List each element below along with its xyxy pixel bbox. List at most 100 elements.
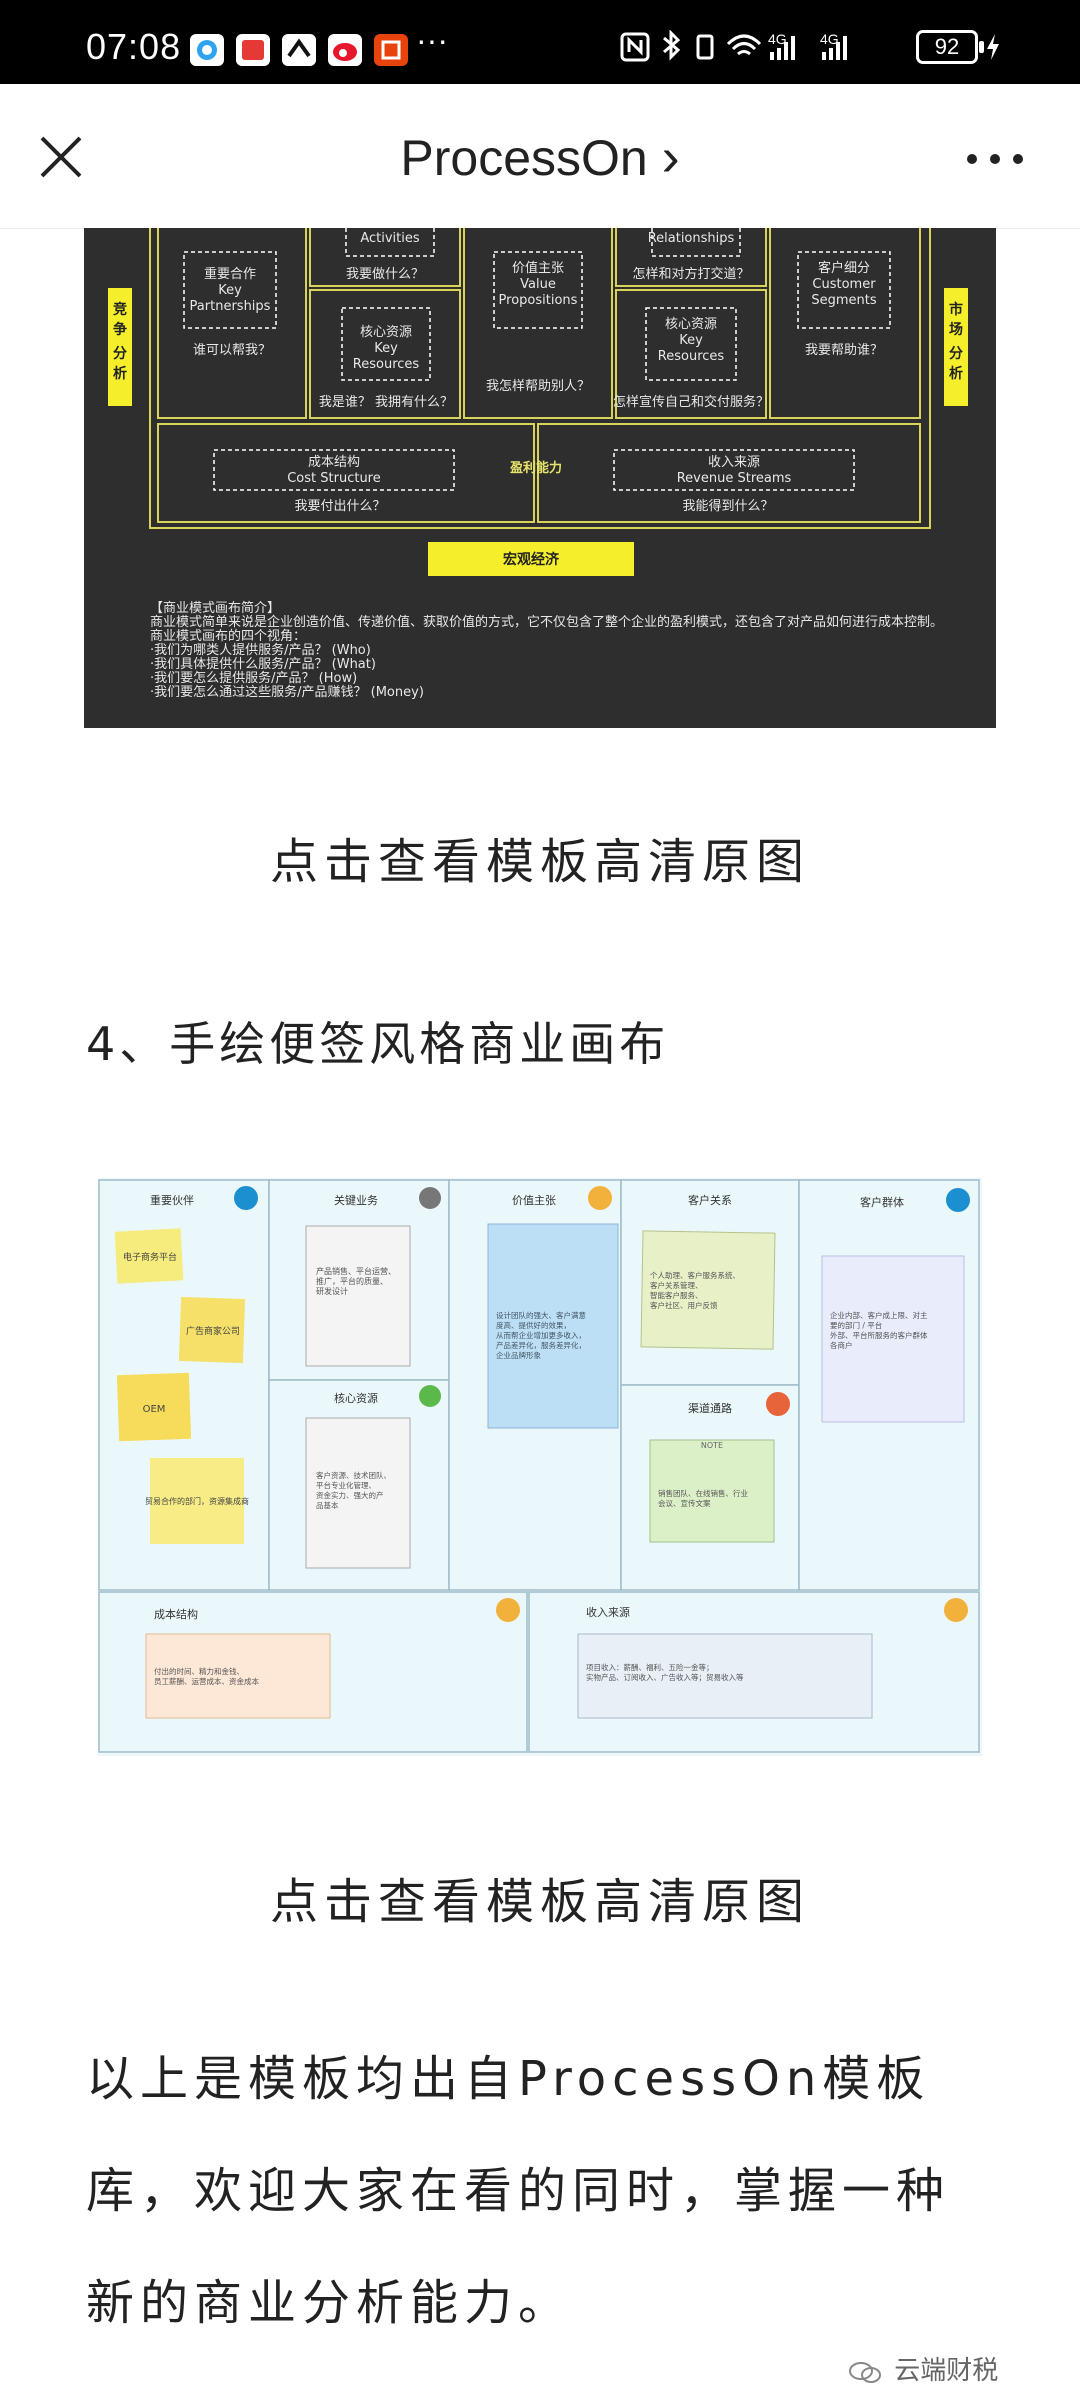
more-options-icon[interactable] (960, 144, 1030, 174)
svg-text:·我们要怎么通过这些服务/产品赚钱？ (Money): ·我们要怎么通过这些服务/产品赚钱？ (Money) (150, 684, 424, 700)
chat-app-icon (190, 34, 224, 66)
svg-text:谁可以帮我？: 谁可以帮我？ (193, 343, 271, 358)
svg-text:Value: Value (520, 277, 556, 292)
svg-text:外部、平台所服务的客户群体: 外部、平台所服务的客户群体 (830, 1330, 928, 1340)
battery-indicator: 92 (916, 30, 984, 64)
svg-text:收入来源: 收入来源 (586, 1605, 630, 1619)
svg-text:客户关系管理、: 客户关系管理、 (650, 1280, 703, 1290)
team-icon-2 (946, 1188, 970, 1212)
svg-text:价值主张: 价值主张 (512, 260, 564, 276)
svg-text:4G: 4G (820, 31, 839, 47)
business-canvas-dark-image[interactable]: Activities 我要做什么？ Relationships 怎样和对方打交道… (84, 228, 996, 728)
macro-economy-label: 宏观经济 (503, 551, 560, 568)
svg-text:·我们为哪类人提供服务/产品？ (Who): ·我们为哪类人提供服务/产品？ (Who) (150, 642, 371, 658)
business-canvas-sticky-image[interactable]: 重要伙伴 关键业务 价值主张 客户关系 客户群体 核心资源 渠道通路 成本结构 … (98, 1178, 982, 1756)
svg-text:我要付出什么？: 我要付出什么？ (294, 499, 385, 514)
svg-text:电子商务平台: 电子商务平台 (123, 1251, 177, 1263)
money-bag-icon-2 (496, 1598, 520, 1622)
svg-text:度高、提供好的效果，: 度高、提供好的效果， (496, 1320, 571, 1330)
svg-text:OEM: OEM (143, 1404, 166, 1415)
svg-text:客户社区、用户反馈: 客户社区、用户反馈 (650, 1300, 718, 1310)
chevron-right-icon: › (661, 127, 680, 187)
svg-text:Cost Structure: Cost Structure (287, 471, 381, 486)
svg-text:Customer: Customer (812, 277, 876, 292)
account-watermark: 云端财税 (849, 2350, 998, 2387)
svg-text:核心资源: 核心资源 (665, 317, 717, 332)
section-heading-4: 4、手绘便签风格商业画布 (86, 1017, 670, 1071)
svg-text:【商业模式画布简介】: 【商业模式画布简介】 (150, 600, 280, 616)
svg-text:Revenue Streams: Revenue Streams (677, 471, 792, 486)
clock-icon (419, 1187, 441, 1209)
svg-text:场: 场 (949, 322, 963, 338)
relationships-label: Relationships (648, 231, 735, 246)
team-icon (234, 1186, 258, 1210)
weibo-icon (328, 34, 362, 66)
svg-text:品基本: 品基本 (316, 1500, 339, 1510)
svg-text:核心资源: 核心资源 (360, 325, 412, 340)
svg-text:重要合作: 重要合作 (204, 266, 256, 282)
svg-text:渠道通路: 渠道通路 (688, 1401, 732, 1415)
svg-text:广告商家公司: 广告商家公司 (186, 1325, 240, 1337)
presentation-icon (766, 1392, 790, 1416)
svg-text:关键业务: 关键业务 (334, 1193, 378, 1207)
svg-text:设计团队的强大、客户满意: 设计团队的强大、客户满意 (496, 1310, 586, 1320)
svg-text:从而帮企业增加更多收入，: 从而帮企业增加更多收入， (496, 1330, 586, 1340)
svg-text:产品差异化，服务差异化，: 产品差异化，服务差异化， (496, 1340, 586, 1350)
svg-text:要的部门 / 平台: 要的部门 / 平台 (830, 1320, 882, 1330)
svg-text:怎样宣传自己和交付服务？: 怎样宣传自己和交付服务？ (613, 394, 769, 410)
svg-text:·我们要怎么提供服务/产品？ (How): ·我们要怎么提供服务/产品？ (How) (150, 670, 357, 686)
svg-text:商业模式画布的四个视角：: 商业模式画布的四个视角： (150, 628, 306, 644)
system-status-icons: 4G 4G (620, 30, 847, 62)
svg-text:实物产品、订阅收入、广告收入等；贸易收入等: 实物产品、订阅收入、广告收入等；贸易收入等 (586, 1672, 744, 1682)
more-notifications: ··· (416, 22, 448, 58)
svg-text:平台专业化管理、: 平台专业化管理、 (316, 1480, 376, 1490)
svg-text:会议、宣传文案: 会议、宣传文案 (658, 1498, 711, 1508)
link-app-icon (282, 34, 316, 66)
svg-text:智能客户服务、: 智能客户服务、 (650, 1290, 703, 1300)
svg-text:成本结构: 成本结构 (154, 1607, 198, 1621)
svg-text:我怎样帮助别人？: 我怎样帮助别人？ (486, 379, 590, 394)
svg-text:贸易合作的部门，资源集成商: 贸易合作的部门，资源集成商 (145, 1496, 249, 1506)
svg-text:市: 市 (949, 301, 963, 318)
svg-text:分: 分 (113, 346, 127, 362)
svg-text:我要帮助谁？: 我要帮助谁？ (805, 343, 883, 358)
charging-icon (987, 34, 999, 60)
svg-text:成本结构: 成本结构 (308, 455, 360, 470)
svg-text:我是谁？ 我拥有什么？: 我是谁？ 我拥有什么？ (319, 395, 453, 410)
svg-text:核心资源: 核心资源 (334, 1391, 378, 1405)
svg-text:项目收入：薪酬、福利、五险一金等；: 项目收入：薪酬、福利、五险一金等； (586, 1662, 714, 1672)
svg-text:价值主张: 价值主张 (512, 1194, 556, 1207)
svg-text:·我们具体提供什么服务/产品？ (What): ·我们具体提供什么服务/产品？ (What) (150, 656, 376, 672)
svg-text:付出的时间、精力和金钱、: 付出的时间、精力和金钱、 (154, 1666, 244, 1676)
profit-label: 盈利能力 (509, 460, 562, 476)
book-app-icon (236, 34, 270, 66)
svg-text:员工薪酬、运营成本、资金成本: 员工薪酬、运营成本、资金成本 (154, 1676, 259, 1686)
listen-app-icon (374, 34, 408, 66)
svg-text:Key: Key (679, 333, 703, 348)
svg-text:客户关系: 客户关系 (688, 1193, 732, 1207)
svg-text:Partnerships: Partnerships (190, 299, 271, 314)
top-nav-bar: ProcessOn › (0, 84, 1080, 229)
svg-text:析: 析 (113, 365, 127, 382)
svg-text:Key: Key (374, 341, 398, 356)
svg-text:Propositions: Propositions (499, 293, 578, 308)
money-bag-icon-3 (944, 1598, 968, 1622)
svg-text:Resources: Resources (353, 357, 420, 372)
svg-text:资金实力、强大的产: 资金实力、强大的产 (316, 1490, 384, 1500)
key-activities-question: 我要做什么？ (346, 267, 424, 282)
svg-text:各商户: 各商户 (830, 1340, 853, 1350)
view-hd-link-1[interactable]: 点击查看模板高清原图 (269, 834, 810, 890)
svg-text:客户资源、技术团队、: 客户资源、技术团队、 (316, 1470, 391, 1480)
status-bar: 07:08 ··· 4G 4G 92 (0, 0, 1080, 84)
svg-text:企业内部、客户成上限、对主: 企业内部、客户成上限、对主 (830, 1310, 928, 1320)
key-activities-label: Activities (360, 231, 420, 246)
view-hd-link-2[interactable]: 点击查看模板高清原图 (269, 1874, 810, 1930)
relationships-question: 怎样和对方打交道？ (632, 266, 749, 282)
svg-text:Resources: Resources (658, 349, 725, 364)
svg-text:推广，平台的质量、: 推广，平台的质量、 (316, 1276, 388, 1286)
close-icon[interactable] (36, 132, 86, 182)
page-title[interactable]: ProcessOn › (400, 127, 680, 187)
wechat-icon (849, 2361, 881, 2383)
svg-text:Key: Key (218, 283, 242, 298)
svg-text:Segments: Segments (811, 293, 877, 308)
